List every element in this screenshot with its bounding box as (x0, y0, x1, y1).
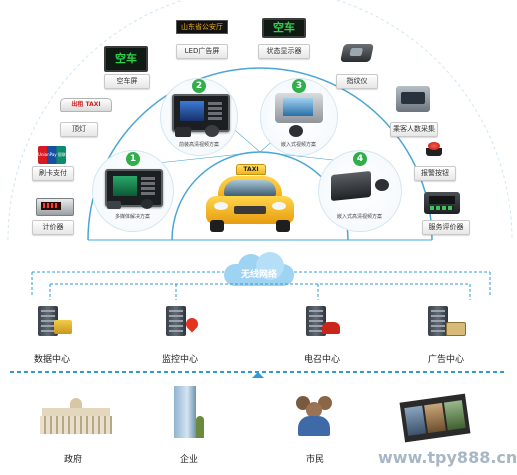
monitor-center-server-icon (166, 306, 186, 336)
empty-sign-label: 空车屏 (104, 74, 150, 89)
solution-2-panel-icon (172, 94, 230, 132)
enterprise-building-icon (168, 386, 208, 440)
citizens-icon (292, 390, 336, 438)
empty-sign-icon: 空车 (104, 46, 148, 72)
solution-2-badge: 2 (192, 79, 206, 93)
dome-light-label: 顶灯 (60, 122, 98, 137)
solution-3-device-icon (275, 93, 323, 123)
watermark: www.tpy888.cn (378, 448, 517, 467)
solution-4: 4 嵌入式高清视频方案 (318, 150, 402, 232)
solution-1-label: 多媒体解决方案 (115, 214, 151, 220)
citizens-label: 市民 (306, 455, 325, 465)
government-building-icon (36, 398, 116, 436)
dispatch-center-server-icon (306, 306, 326, 336)
ad-center-label: 广告中心 (428, 355, 465, 365)
solution-2: 2 前装高清视频方案 (160, 78, 238, 156)
wireless-network-cloud: 无线网络 (224, 252, 294, 288)
taximeter-icon (36, 198, 74, 216)
solution-1-badge: 1 (126, 152, 140, 166)
taxi-roof-sign: TAXI (236, 164, 266, 175)
led-ad-screen-text: 山东省公安厅 (181, 23, 223, 31)
ad-center (426, 304, 466, 344)
led-ad-screen-label: LED广告屏 (176, 44, 228, 59)
solution-2-label: 前装高清视频方案 (179, 142, 220, 148)
dispatch-center-phone-icon (322, 322, 340, 334)
solution-3-camera-icon (289, 125, 303, 137)
service-evaluator-icon (424, 192, 460, 214)
passenger-counter-label: 乘客人数采集 (390, 122, 438, 137)
led-ad-screen-icon: 山东省公安厅 (176, 20, 228, 34)
monitor-center-label: 监控中心 (162, 355, 199, 365)
solution-2-box-icon (175, 127, 191, 137)
solution-1-reader-icon (107, 201, 121, 209)
solution-1: 1 多媒体解决方案 (92, 150, 174, 232)
alarm-button-icon (424, 142, 444, 158)
data-center-server-icon (38, 306, 58, 336)
solution-1-panel-icon (105, 169, 163, 207)
taxi-icon: TAXI (204, 164, 296, 236)
solution-3-badge: 3 (292, 79, 306, 93)
solution-4-camera-icon (375, 179, 389, 191)
solution-1-camera-icon (141, 199, 153, 209)
alarm-button-label: 报警按钮 (414, 166, 456, 181)
dispatch-center-label: 电召中心 (304, 355, 341, 365)
dome-light-text: 出租 TAXI (71, 101, 101, 108)
data-center-box-icon (54, 320, 72, 334)
solution-4-label: 嵌入式高清视频方案 (337, 214, 383, 220)
taxi-sign-text: TAXI (243, 166, 259, 173)
card-payment-icon: UnionPay 银联 (38, 146, 66, 164)
data-center (36, 304, 76, 344)
monitor-center-pin-icon (183, 315, 201, 333)
solution-2-camera-icon (205, 125, 219, 137)
enterprise-label: 企业 (180, 455, 199, 465)
taximeter-label: 计价器 (32, 220, 74, 235)
fingerprint-label: 指纹仪 (336, 74, 378, 89)
government-label: 政府 (64, 455, 83, 465)
ad-center-tv-icon (446, 322, 466, 336)
empty-sign-text: 空车 (115, 52, 137, 65)
ad-center-server-icon (428, 306, 448, 336)
card-payment-label: 刷卡支付 (32, 166, 74, 181)
status-display-icon: 空车 (262, 18, 306, 38)
data-center-label: 数据中心 (34, 355, 71, 365)
dispatch-center (304, 304, 344, 344)
status-display-label: 状态显示器 (258, 44, 310, 59)
dome-light-icon: 出租 TAXI (60, 98, 112, 112)
status-display-text: 空车 (273, 21, 295, 34)
service-evaluator-label: 服务评价器 (422, 220, 470, 235)
passenger-counter-icon (396, 86, 430, 112)
wireless-network-label: 无线网络 (240, 270, 277, 280)
solution-4-badge: 4 (353, 152, 367, 166)
card-payment-text: UnionPay 银联 (38, 152, 66, 157)
solution-3-label: 嵌入式视频方案 (281, 142, 317, 148)
monitor-center (164, 304, 204, 344)
solution-3: 3 嵌入式视频方案 (260, 78, 338, 156)
